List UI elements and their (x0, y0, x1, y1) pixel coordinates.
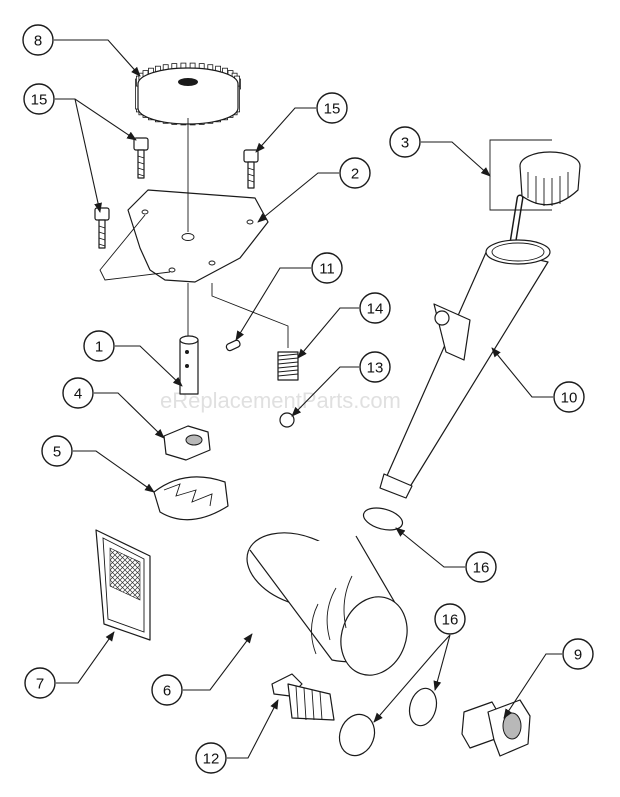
screen-part (95, 529, 151, 641)
callout-number: 10 (561, 390, 578, 407)
callout-13: 13 (359, 351, 391, 383)
leader-line-16 (373, 634, 451, 723)
callout-number: 12 (203, 751, 220, 768)
plate-part (127, 189, 269, 283)
leader-line-12 (227, 699, 279, 759)
callout-1: 1 (83, 330, 115, 362)
callout-number: 7 (36, 676, 44, 693)
leader-line-6 (183, 633, 253, 691)
callout-3: 3 (389, 126, 421, 158)
callout-circle (465, 551, 497, 583)
leader-line-9 (503, 653, 562, 719)
callout-number: 4 (74, 386, 82, 403)
callout-circle (23, 83, 55, 115)
callout-number: 9 (574, 647, 582, 664)
callout-circle (22, 24, 54, 56)
o-ring-part-upper (362, 507, 404, 531)
leader-line-14 (297, 307, 359, 359)
dipstick-tube-part (379, 239, 551, 499)
leader-line-4 (94, 392, 165, 439)
callout-number: 8 (34, 33, 42, 50)
leader-line-3 (421, 141, 491, 177)
callout-5: 5 (41, 435, 73, 467)
callout-circle (316, 92, 348, 124)
callout-number: 14 (367, 301, 384, 318)
callout-number: 6 (163, 683, 171, 700)
callout-9: 9 (562, 638, 594, 670)
spring-part (277, 351, 299, 381)
callout-8: 8 (22, 24, 54, 56)
callout-2: 2 (339, 157, 371, 189)
callout-15: 15 (23, 83, 55, 115)
callout-circle (24, 667, 56, 699)
leader-line-15 (55, 98, 137, 141)
o-ring-part-left (338, 713, 376, 757)
leader-line-15 (255, 107, 316, 153)
callout-number: 15 (324, 101, 341, 118)
callout-circle (41, 435, 73, 467)
leader-line-16 (395, 527, 465, 568)
oil-filter-part (246, 532, 408, 676)
gear-part (135, 62, 241, 126)
bolt-part-right-top (243, 149, 259, 189)
callout-circle (83, 330, 115, 362)
leader-line-8 (54, 39, 141, 77)
callout-16: 16 (434, 603, 466, 635)
o-ring-part-right (408, 687, 438, 727)
callout-circle (389, 126, 421, 158)
leader-line-13 (291, 366, 359, 417)
callout-number: 13 (367, 360, 384, 377)
callout-number: 15 (31, 92, 48, 109)
bracket-line (489, 139, 552, 211)
leader-line-10 (491, 347, 553, 398)
bolt-part-left-bottom (94, 207, 110, 249)
callout-labels: 8 15 15 3 2 11 14 1 13 4 10 5 16 16 9 7 6 12 (22, 24, 594, 774)
bolt-part-left-top (133, 137, 149, 179)
leader-line-15 (74, 98, 102, 213)
fitting-part (461, 699, 531, 757)
leader-line-16 (433, 634, 451, 691)
callout-12: 12 (195, 742, 227, 774)
leader-line-7 (56, 631, 115, 684)
pin-part (225, 339, 241, 352)
callout-number: 5 (53, 444, 61, 461)
leader-line-11 (235, 267, 311, 341)
callout-11: 11 (311, 252, 343, 284)
callout-15: 15 (316, 92, 348, 124)
ball-part (279, 412, 295, 428)
callout-10: 10 (553, 381, 585, 413)
callout-14: 14 (359, 292, 391, 324)
callout-circle (562, 638, 594, 670)
leader-line-5 (73, 450, 155, 493)
callout-16: 16 (465, 551, 497, 583)
callout-7: 7 (24, 667, 56, 699)
callout-circle (62, 377, 94, 409)
callout-number: 2 (351, 166, 359, 183)
callout-circle (311, 252, 343, 284)
callout-circle (434, 603, 466, 635)
callout-6: 6 (151, 674, 183, 706)
callout-number: 16 (442, 612, 459, 629)
callout-circle (359, 351, 391, 383)
callout-number: 3 (401, 135, 409, 152)
callout-number: 1 (95, 339, 103, 356)
leader-line-1 (115, 345, 183, 387)
inner-rotor-part (163, 425, 211, 461)
drain-plug-part (271, 673, 335, 721)
callout-number: 11 (319, 261, 335, 278)
dipstick-part (508, 151, 581, 252)
callout-circle (195, 742, 227, 774)
callout-number: 16 (473, 560, 490, 577)
shaft-part (179, 335, 199, 395)
watermark-text: eReplacementParts.com (160, 388, 401, 413)
callout-circle (151, 674, 183, 706)
leader-lines (54, 39, 562, 759)
callout-circle (339, 157, 371, 189)
callout-circle (553, 381, 585, 413)
leader-line-2 (257, 172, 339, 223)
outer-rotor-part (153, 476, 229, 521)
callout-4: 4 (62, 377, 94, 409)
callout-circle (359, 292, 391, 324)
